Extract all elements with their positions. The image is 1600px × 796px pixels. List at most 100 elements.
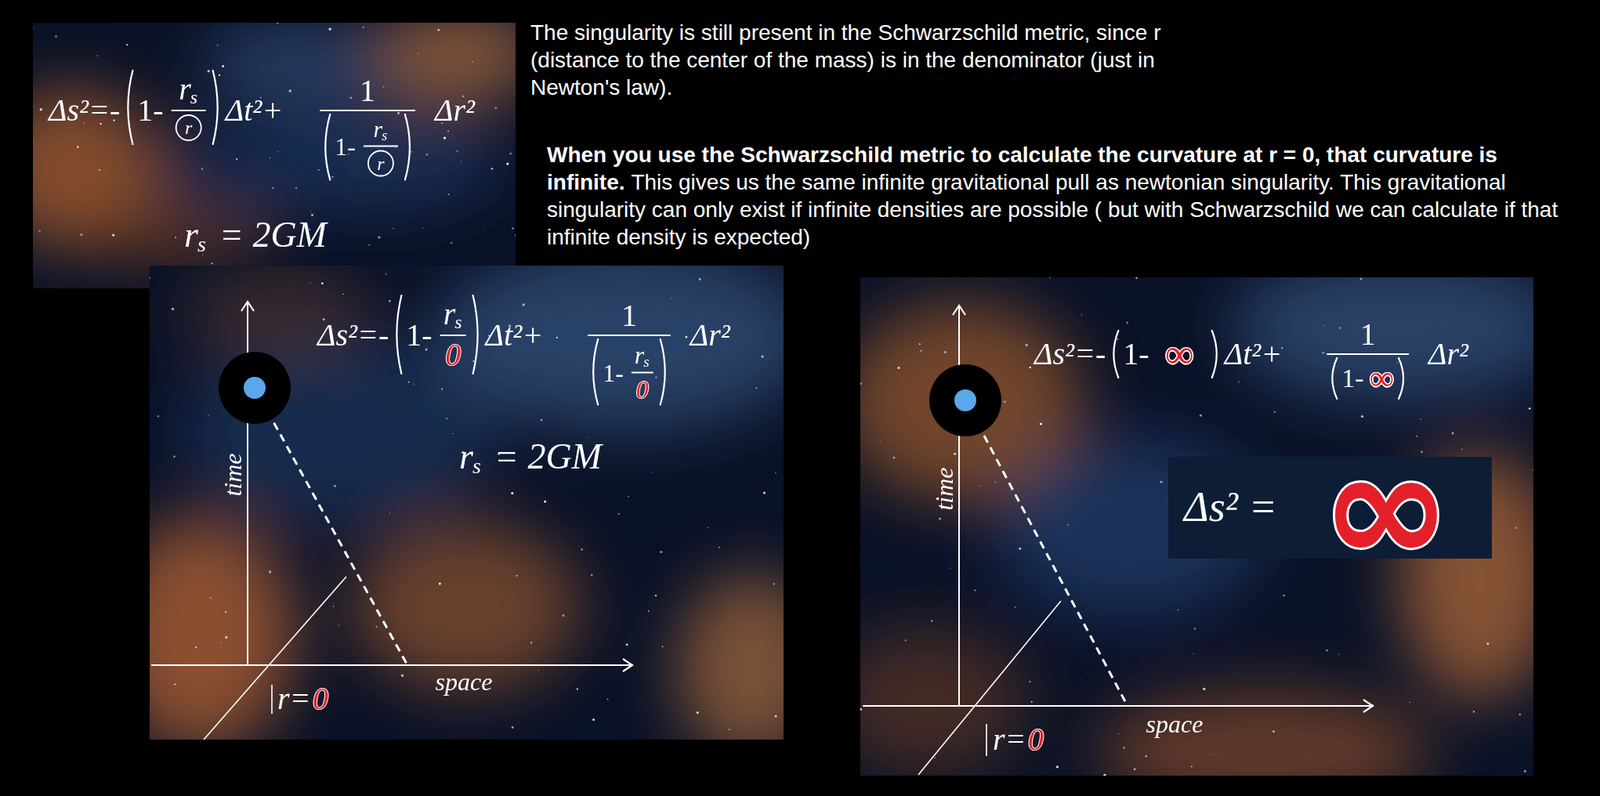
black-hole (218, 351, 291, 424)
star (662, 645, 664, 648)
star (1338, 653, 1340, 656)
star (655, 376, 658, 379)
star (217, 44, 219, 47)
worldline-dashed (965, 400, 1128, 706)
parenthesis (473, 295, 478, 374)
axis-label: r= (992, 723, 1027, 756)
star (1486, 642, 1489, 645)
equation-term: r (184, 118, 192, 138)
slide-panel: Δs²=-1-∞Δt²+11-∞Δr²timespacer=0Δs² =∞ (860, 277, 1534, 776)
nebula-cloud (180, 336, 499, 527)
equation-term: 1- (405, 319, 432, 352)
star (311, 213, 314, 217)
singularity-dot (243, 376, 266, 399)
star (1118, 733, 1119, 735)
star (1515, 527, 1518, 530)
equation-term: 0 (636, 376, 649, 402)
depth-axis (918, 600, 1061, 775)
star (1117, 338, 1119, 341)
star (392, 228, 394, 229)
parenthesis (325, 114, 330, 181)
star (1177, 609, 1179, 611)
star (447, 193, 449, 196)
equation-term: 1- (1341, 365, 1364, 392)
star (112, 233, 115, 236)
note-paragraph: When you use the Schwarzschild metric to… (546, 141, 1582, 251)
equation-term: r (443, 298, 457, 330)
nebula-cloud (370, 22, 516, 103)
star (1122, 746, 1126, 750)
equation-term: 1- (602, 360, 624, 386)
star (1396, 361, 1398, 364)
star (1144, 755, 1147, 757)
nebula-cloud (860, 626, 1029, 776)
star (1519, 713, 1522, 717)
star (511, 227, 514, 229)
parenthesis (1332, 358, 1337, 399)
star (934, 757, 936, 759)
star (698, 278, 702, 281)
star (1135, 277, 1138, 279)
star (1451, 432, 1455, 435)
equation-term: 1- (137, 94, 163, 127)
star (580, 548, 583, 551)
slide-panel: Δs²=-1-rsrΔt²+11-rsrΔr²rs= 2GM (32, 22, 516, 289)
star (268, 570, 272, 573)
nebula-cloud (352, 521, 581, 693)
fraction-bar (440, 334, 467, 337)
star (1473, 710, 1475, 713)
star (949, 567, 951, 569)
star (362, 26, 365, 29)
star (441, 322, 443, 323)
star (514, 234, 516, 236)
star (201, 168, 203, 171)
star (1014, 606, 1017, 609)
star (209, 597, 212, 599)
star (375, 626, 377, 628)
star (32, 27, 34, 29)
star (1528, 407, 1532, 410)
star (540, 419, 543, 421)
axis-label: 0 (312, 683, 329, 715)
star (417, 53, 419, 55)
star (1238, 381, 1240, 384)
star (157, 415, 160, 417)
equation-term: r (376, 154, 384, 174)
equation-term: r (178, 73, 192, 105)
axis-arrowhead (1363, 699, 1373, 713)
star (98, 169, 101, 171)
star (617, 513, 620, 515)
star (1321, 351, 1325, 355)
parenthesis (213, 70, 218, 145)
axis-label: 0 (1028, 723, 1044, 756)
star (173, 456, 175, 458)
star (1202, 687, 1206, 691)
star (368, 244, 370, 246)
fraction-bar (363, 145, 399, 148)
star (174, 236, 177, 239)
space-axis (862, 705, 1373, 707)
equation-term: r (373, 117, 384, 142)
star (1282, 594, 1285, 597)
nebula-cloud (153, 115, 347, 223)
equation-term: Δs²=- (317, 319, 389, 352)
star (1209, 753, 1211, 755)
equation-term: 1 (621, 300, 638, 332)
equation-term: 1 (359, 75, 376, 107)
parenthesis (396, 295, 402, 374)
star (447, 130, 449, 132)
star (426, 153, 428, 156)
star (79, 233, 83, 236)
star (647, 610, 650, 612)
star (310, 282, 312, 283)
star (295, 187, 298, 190)
star (318, 169, 320, 171)
star (207, 414, 209, 416)
star (401, 674, 404, 677)
star (1272, 730, 1275, 733)
star (1019, 547, 1022, 551)
star (506, 162, 509, 165)
star (1028, 680, 1031, 683)
star (1080, 677, 1082, 679)
star (659, 550, 663, 554)
